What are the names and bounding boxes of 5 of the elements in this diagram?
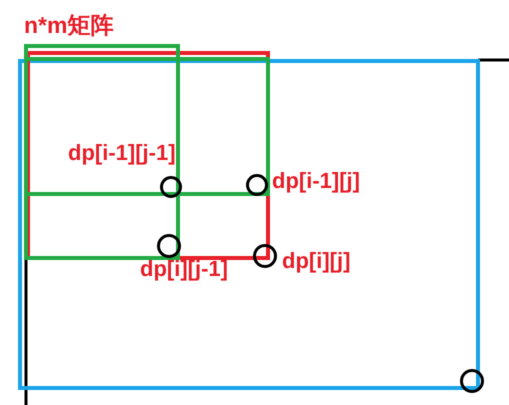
dp-label: dp[i-1][j] — [272, 170, 360, 192]
dp-label: dp[i][j] — [282, 250, 350, 272]
dp-label: dp[i][j-1] — [140, 258, 228, 280]
matrix-label: n*m矩阵 — [24, 14, 114, 37]
dp-label: dp[i-1][j-1] — [68, 142, 176, 164]
